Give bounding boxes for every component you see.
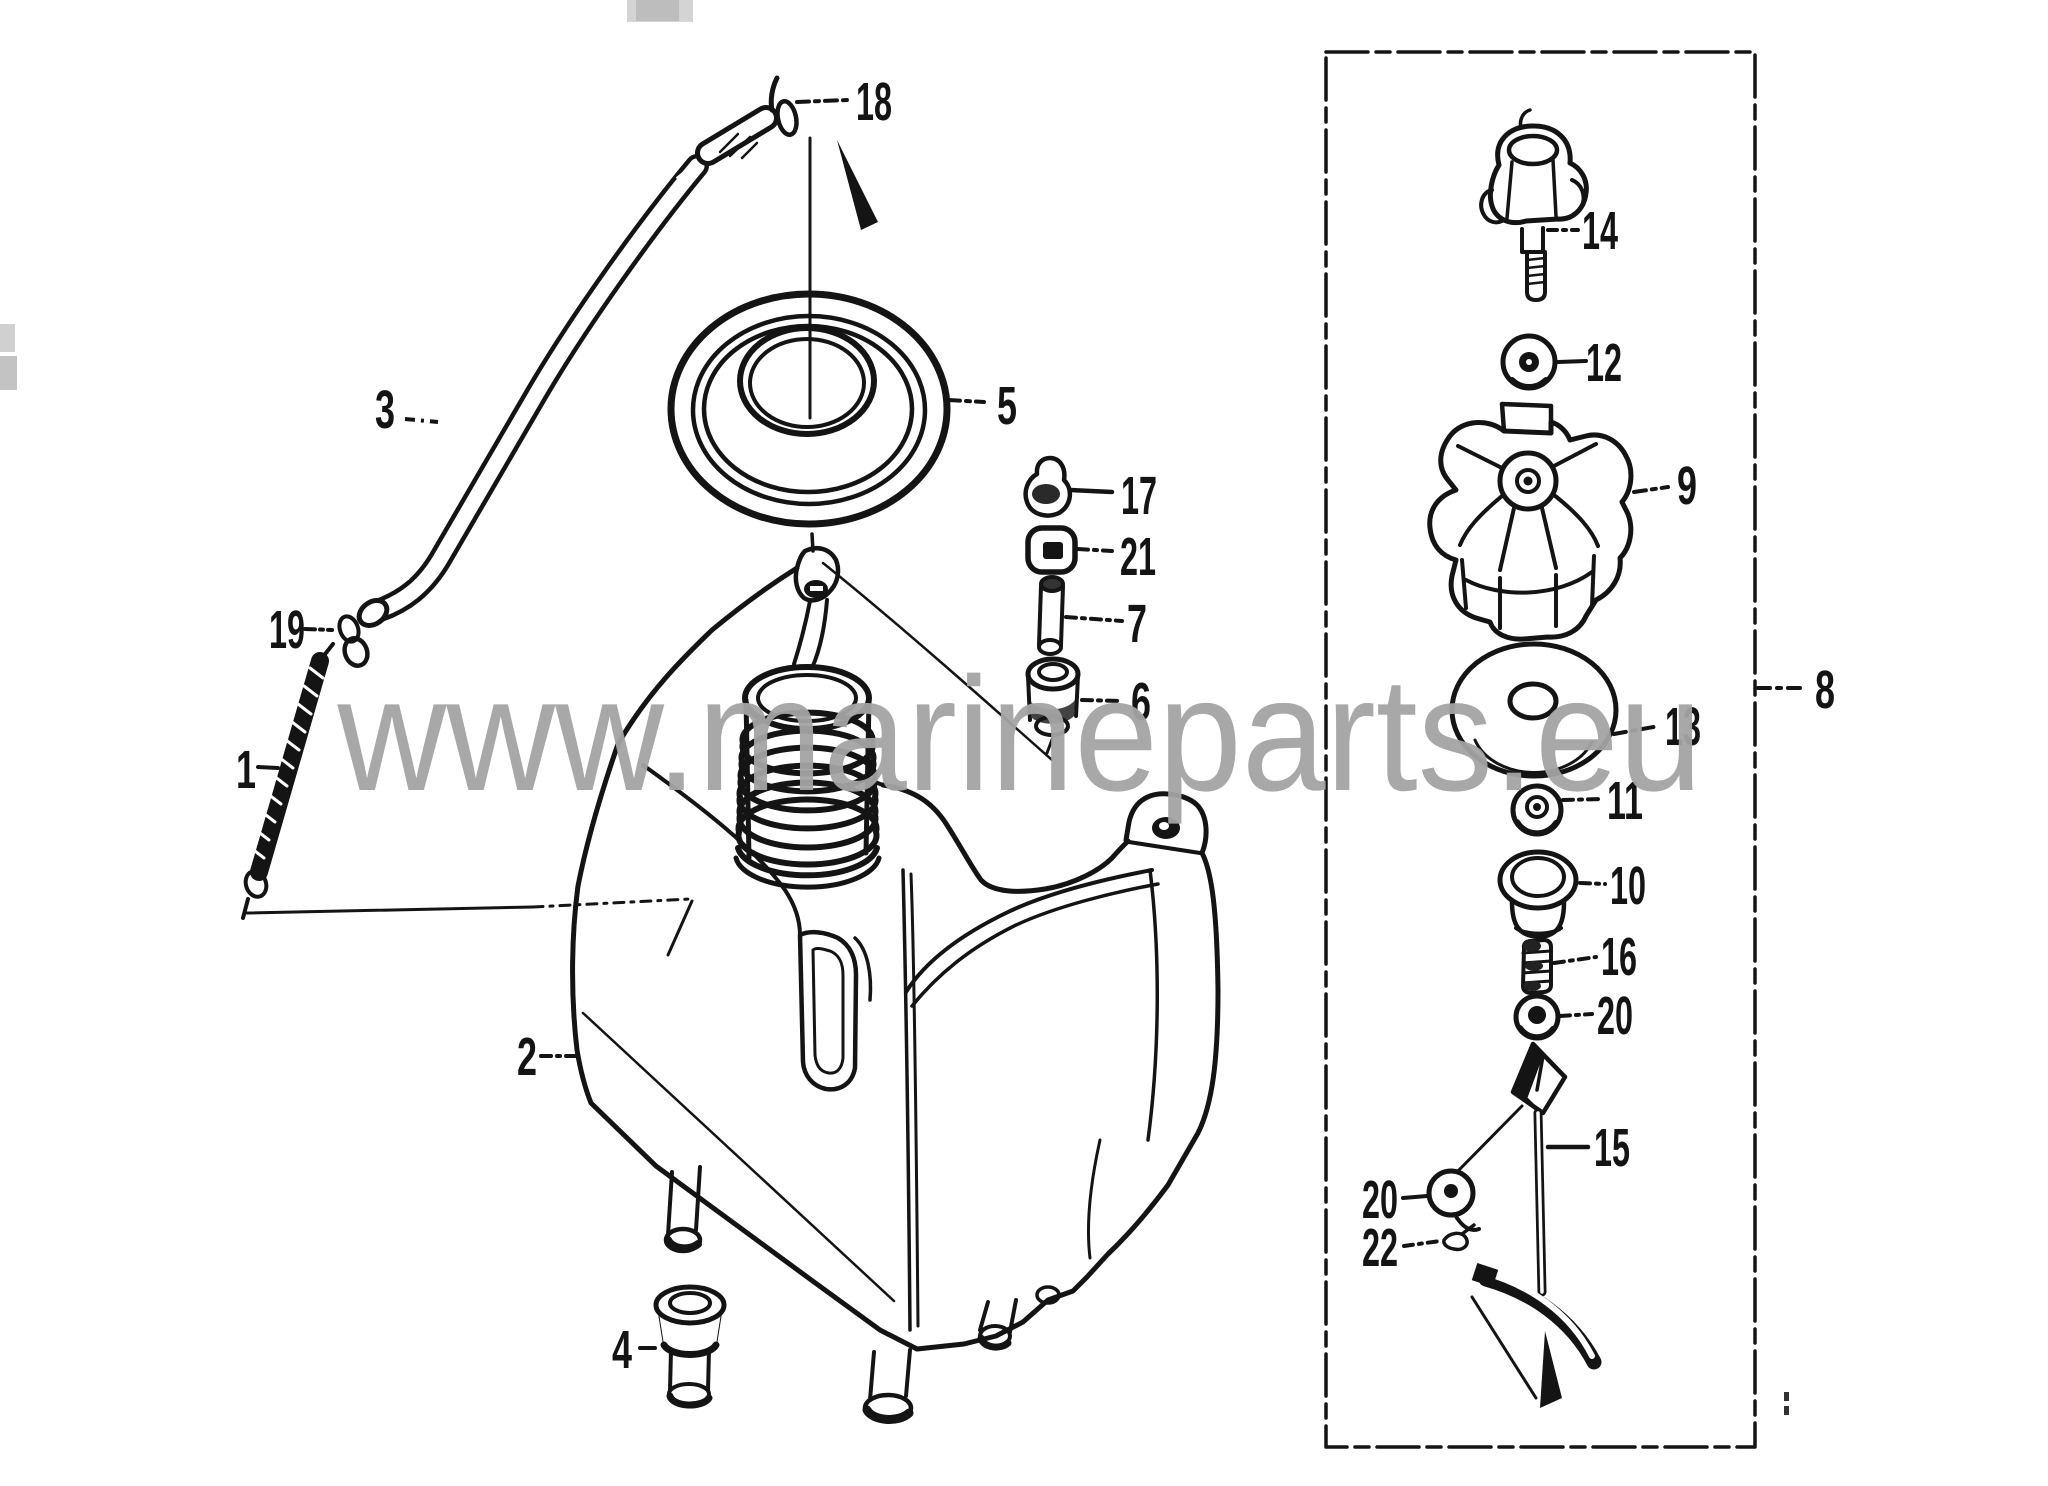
svg-text:www.marineparts.eu: www.marineparts.eu <box>337 644 1703 825</box>
svg-text:19: 19 <box>269 600 305 660</box>
svg-text:11: 11 <box>1607 771 1643 831</box>
svg-text:3: 3 <box>375 380 395 440</box>
svg-text:14: 14 <box>1582 201 1618 261</box>
svg-text:4: 4 <box>612 1320 632 1380</box>
svg-text:1: 1 <box>236 740 256 800</box>
svg-text:16: 16 <box>1601 927 1637 987</box>
svg-text:5: 5 <box>997 376 1017 436</box>
svg-text:6: 6 <box>1131 672 1151 732</box>
svg-text:12: 12 <box>1586 333 1622 393</box>
svg-text:20: 20 <box>1362 1170 1398 1230</box>
svg-text:21: 21 <box>1120 527 1156 587</box>
svg-text:9: 9 <box>1677 456 1697 516</box>
svg-text:10: 10 <box>1610 856 1646 916</box>
svg-text:8: 8 <box>1815 660 1835 720</box>
svg-text:17: 17 <box>1121 466 1157 526</box>
svg-text:7: 7 <box>1127 594 1147 654</box>
svg-text:15: 15 <box>1594 1118 1630 1178</box>
svg-text:22: 22 <box>1362 1218 1398 1278</box>
svg-text:2: 2 <box>517 1027 537 1087</box>
svg-text:18: 18 <box>856 72 892 132</box>
svg-text:13: 13 <box>1665 697 1701 757</box>
svg-text:20: 20 <box>1597 986 1633 1046</box>
